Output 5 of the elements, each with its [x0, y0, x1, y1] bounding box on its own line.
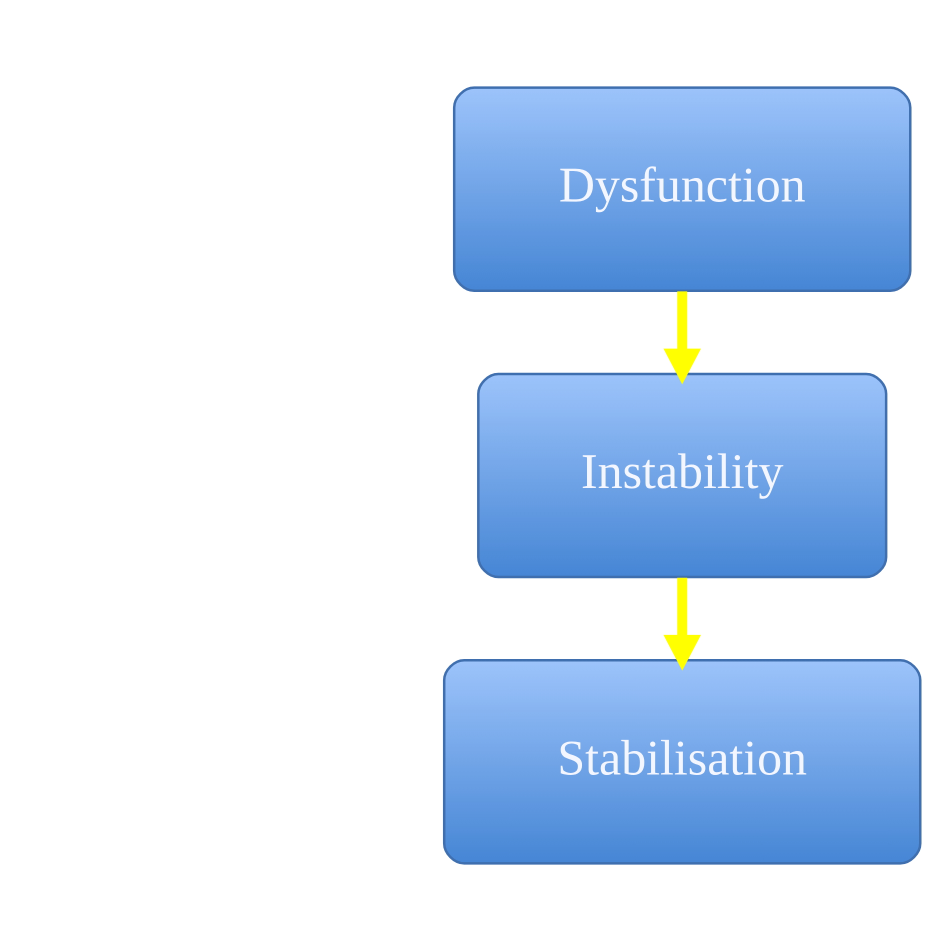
arrow [663, 290, 701, 384]
node-box: Dysfunction [452, 86, 912, 292]
node-box: Instability [477, 372, 888, 578]
node-box: Stabilisation [442, 658, 922, 864]
arrow [663, 577, 701, 670]
